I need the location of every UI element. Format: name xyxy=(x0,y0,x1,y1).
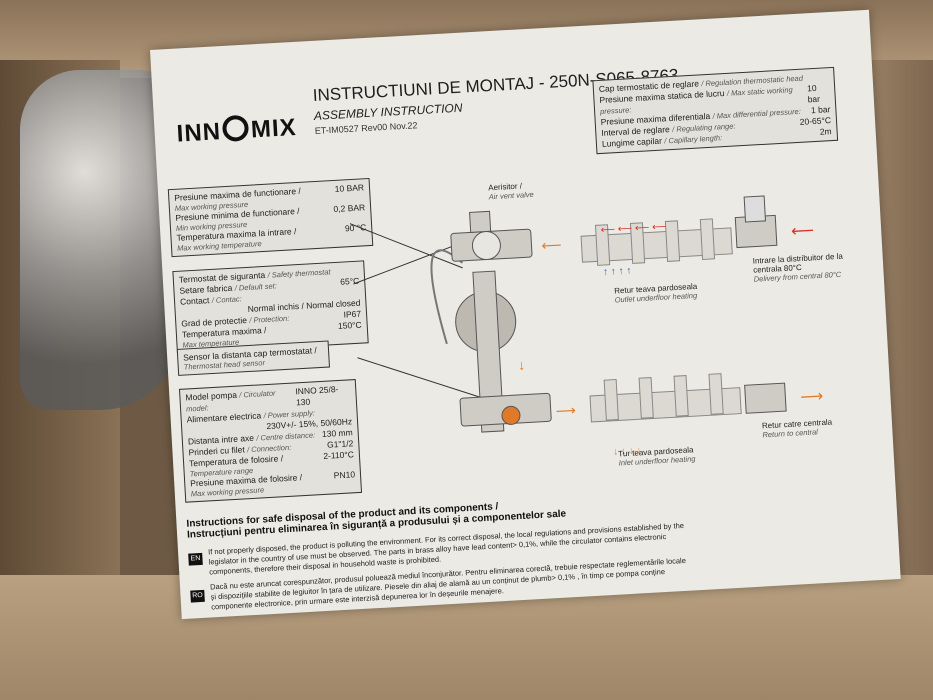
lower-distributor-bar xyxy=(589,387,742,423)
lower-outlet xyxy=(708,373,724,415)
callout-line-pressure xyxy=(347,219,463,269)
lower-outlet xyxy=(673,375,689,417)
spec-label: Contact xyxy=(179,295,210,307)
spec-value: PN10 xyxy=(333,469,356,481)
upper-outlet xyxy=(664,220,681,262)
inlet-label: Intrare la distribuitor de la centrala 8… xyxy=(752,251,863,284)
upper-outlet xyxy=(629,222,646,264)
thermo-head-spec-box: Cap termostatic de reglare / Regulation … xyxy=(592,66,839,155)
spec-label-en: / Connection: xyxy=(246,442,292,455)
logo-text-left: INN xyxy=(175,118,222,148)
logo-text-right: MIX xyxy=(250,113,298,144)
lang-badge-ro: RO xyxy=(190,589,205,603)
thermostat-spec-box: Termostat de siguranta / Safety thermost… xyxy=(172,260,369,354)
callout-line-thermostat xyxy=(353,242,462,285)
brand-logo: INN MIX xyxy=(176,112,298,149)
manifold-illustration xyxy=(580,195,787,423)
air-vent-valve xyxy=(469,210,492,233)
upper-distributor-bar xyxy=(580,227,733,263)
vertical-pump-pipe xyxy=(472,270,505,433)
spec-label-en: / Default set: xyxy=(234,281,278,293)
return-flow-arrow: ⟶ xyxy=(800,388,824,406)
hot-flow-arrow: ⟵ xyxy=(791,222,815,240)
spec-value: 10 bar xyxy=(806,82,821,105)
document-reference: ET-IM0527 Rev00 Nov.22 xyxy=(314,120,418,136)
spec-label: Lungime capilar xyxy=(601,135,663,149)
lower-outlet xyxy=(638,377,654,419)
gear-icon xyxy=(222,114,250,143)
callout-line-sensor xyxy=(347,353,481,398)
spec-label: Model pompa xyxy=(185,389,238,403)
hot-flow-arrow: ⟵ ⟵ ⟵ ⟵ xyxy=(600,221,666,236)
ball-valve-handle xyxy=(501,405,521,425)
flow-arrow: ⟵ xyxy=(541,236,562,253)
return-valve xyxy=(744,382,787,414)
flow-arrow: ⟶ xyxy=(555,402,576,419)
spec-label-en: / Capillary length: xyxy=(664,133,723,146)
upper-outlet xyxy=(699,218,716,261)
pump-spec-box: Model pompa / Circulator model:INNO 25/8… xyxy=(178,379,363,503)
spec-label-en: / Centre distance: xyxy=(256,430,316,443)
pressure-spec-box: Presiune maxima de functionare /10 BAR M… xyxy=(167,177,374,258)
flow-arrows: ⟵ ⟵ ⟵ ⟵ ⟵ ↑ ↑ ↑ ↑ ↓ ↓ ↓ ↓ ⟵ ↓ ⟶ ⟶ xyxy=(518,221,824,458)
upper-outlet xyxy=(594,224,611,266)
lang-badge-en: EN xyxy=(188,552,203,566)
lower-outlet xyxy=(603,378,619,421)
cold-flow-arrow: ↑ ↑ ↑ ↑ xyxy=(603,265,632,278)
spec-label-en: / Protection: xyxy=(249,313,290,325)
flow-arrow: ↓ xyxy=(518,357,526,373)
spec-value: 2-110°C xyxy=(322,449,355,461)
inlet-floor-label: Tur teava pardoseala Inlet underfloor he… xyxy=(618,445,696,467)
pump-group-illustration xyxy=(347,210,552,433)
spec-value: INNO 25/8-130 xyxy=(295,384,339,408)
floor-flow-arrow: ↓ ↓ ↓ ↓ xyxy=(613,445,642,458)
air-vent-label: Aerisitor / Air vent valve xyxy=(488,181,534,201)
spec-label-en: / Contac: xyxy=(211,294,242,305)
spec-value: 2m xyxy=(819,126,832,137)
assembly-diagram: ⟵ ⟵ ⟵ ⟵ ⟵ ↑ ↑ ↑ ↑ ↓ ↓ ↓ ↓ ⟵ ↓ ⟶ ⟶ xyxy=(347,195,824,458)
thermostatic-head xyxy=(743,195,767,223)
